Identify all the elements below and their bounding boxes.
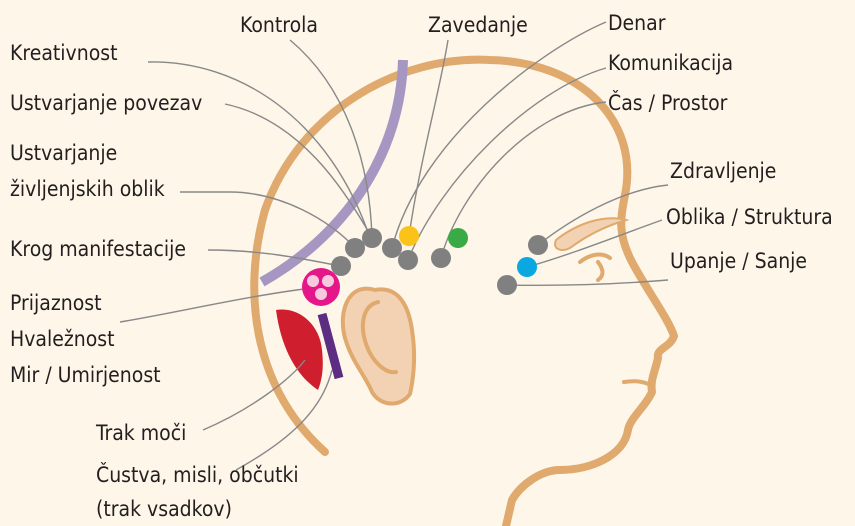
label-komunikacija: Komunikacija <box>608 50 733 76</box>
point-gray-4 <box>382 238 402 258</box>
point-gray-8 <box>497 275 517 295</box>
label-ustvarjanje-line2: življenjskih oblik <box>10 176 165 202</box>
label-ustvarjanje-povezav: Ustvarjanje povezav <box>10 90 202 116</box>
point-gray-2 <box>345 238 365 258</box>
point-gray-1 <box>331 256 351 276</box>
label-custva-line1: Čustva, misli, občutki <box>96 462 299 488</box>
label-kreativnost: Kreativnost <box>10 40 118 66</box>
leader-zdravljenje <box>538 185 668 245</box>
label-trak-moci: Trak moči <box>96 420 186 446</box>
point-gray-6 <box>431 248 451 268</box>
label-denar: Denar <box>608 10 666 36</box>
label-prijaznost: Prijaznost <box>10 290 102 316</box>
leader-kreativnost <box>148 62 370 238</box>
label-zdravljenje: Zdravljenje <box>670 158 776 184</box>
label-zavedanje: Zavedanje <box>428 12 528 38</box>
label-kontrola: Kontrola <box>240 12 318 38</box>
label-mir: Mir / Umirjenost <box>10 362 161 388</box>
point-gray-3 <box>362 228 382 248</box>
label-ustvarjanje-line1: Ustvarjanje <box>10 140 117 166</box>
label-hvaleznost: Hvaležnost <box>10 326 115 352</box>
label-upanje-sanje: Upanje / Sanje <box>670 248 807 274</box>
point-gray-7 <box>528 235 548 255</box>
leader-krog <box>208 250 340 266</box>
point-yellow <box>399 226 419 246</box>
mouth <box>624 381 652 386</box>
magenta-triple-point <box>302 268 340 306</box>
purple-band <box>322 314 339 378</box>
eyebrow <box>555 218 626 250</box>
label-oblika-struktura: Oblika / Struktura <box>666 204 833 230</box>
label-custva-line2: (trak vsadkov) <box>96 496 232 522</box>
point-gray-5 <box>398 250 418 270</box>
red-band <box>276 309 323 390</box>
point-green <box>448 228 468 248</box>
leader-trak-moci <box>203 360 305 430</box>
ear <box>343 289 414 404</box>
label-cas-prostor: Čas / Prostor <box>608 90 727 116</box>
point-blue <box>517 257 537 277</box>
eye <box>580 255 610 280</box>
label-krog-manifestacije: Krog manifestacije <box>10 236 186 262</box>
